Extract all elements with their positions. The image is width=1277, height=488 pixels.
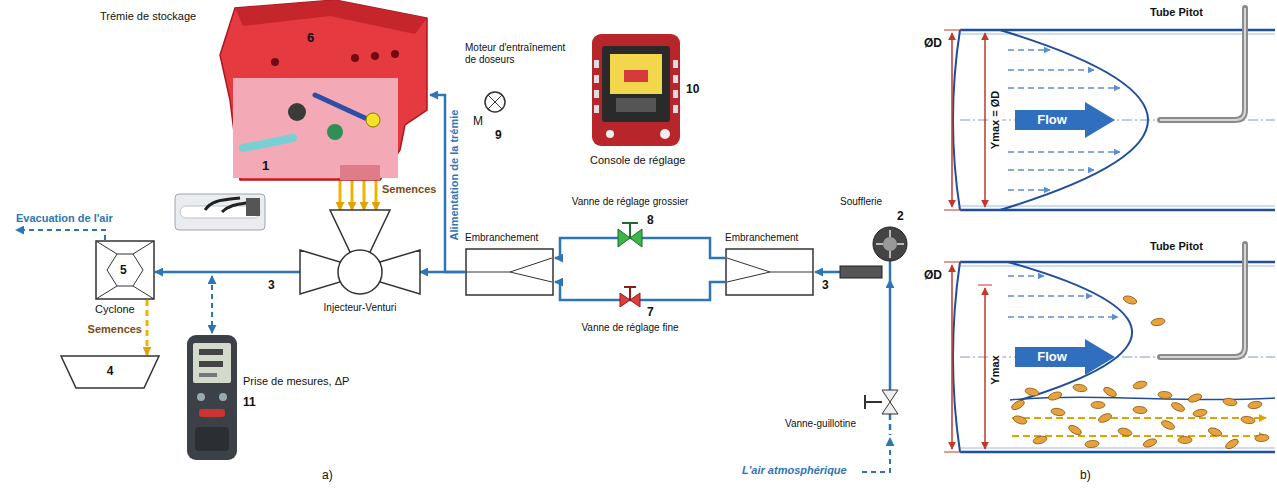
pipe-connector	[155, 272, 300, 273]
pipe-line	[363, 180, 366, 210]
part-label: Tube Pitot	[1150, 6, 1203, 19]
callout-number: 8	[647, 213, 654, 227]
callout-number: 2	[897, 209, 904, 223]
pipe-line	[146, 320, 149, 355]
callout-number: 5	[120, 263, 127, 277]
part-label: Injecteur-Venturi	[300, 302, 420, 314]
callout-number: 6	[307, 30, 314, 46]
pipe-connector	[147, 320, 148, 355]
dimension-label: ØD	[924, 36, 942, 50]
pipe-connector	[890, 280, 891, 380]
seed-hopper-shape	[215, 0, 430, 180]
callout-number: 4	[60, 364, 160, 378]
pressure-meter-shape	[185, 335, 365, 462]
part-label: Vanne de réglage fine	[565, 322, 695, 334]
part-label: Embranchement	[465, 232, 555, 244]
dimension-label: ØD	[924, 268, 942, 282]
edge-label: Alimentation de la trémie	[448, 108, 461, 243]
edge-label: Semences	[84, 323, 142, 336]
callout-number: 3	[822, 278, 829, 292]
pipe-line	[351, 180, 354, 210]
part-label: Vanne-guillotine	[785, 418, 885, 430]
pipe-line	[815, 271, 840, 274]
pipe-line	[155, 271, 300, 274]
blower-shape	[840, 196, 910, 280]
flow-arrow: Flow	[1015, 339, 1115, 375]
pipe-connector	[695, 282, 725, 300]
callout-number: Flow	[1019, 112, 1085, 128]
dimension-label: Ymax = ØD	[989, 89, 1002, 151]
pipe-line	[339, 180, 342, 210]
pipe-line	[555, 238, 565, 258]
part-label: Cyclone	[95, 303, 145, 316]
pipe-connector	[815, 272, 840, 273]
panel-label: b)	[1080, 468, 1091, 482]
pipe-line	[695, 238, 725, 258]
callout-number: 11	[243, 395, 256, 409]
part-label: Tube Pitot	[1150, 240, 1203, 253]
pressure-meter: Prise de mesures, ΔP 11	[185, 335, 365, 462]
pipe-section-clean	[944, 8, 1275, 210]
flow-arrow: Flow	[1015, 102, 1115, 138]
control-console-shape	[590, 30, 710, 175]
part-label: Soufflerie	[840, 196, 894, 208]
pipe-line	[889, 280, 892, 380]
cyclone: 5Cyclone	[95, 240, 155, 320]
part-label: Moteur d'entraînement de doseurs	[465, 42, 577, 66]
coarse-valve: Vanne de réglage grossier 8	[565, 196, 695, 252]
callout-number: 9	[495, 128, 502, 142]
part-label: Vanne de réglage grossier	[565, 196, 695, 208]
flow-label: Evacuation de l'air	[16, 212, 113, 225]
pipe-section-seeds	[944, 244, 1275, 452]
drive-motor: Moteur d'entraînement de doseursM9	[465, 42, 577, 146]
pipe-line	[375, 180, 378, 210]
flow-label: L'air atmosphérique	[742, 464, 847, 477]
part-label: M	[473, 114, 483, 128]
pipe-line	[555, 282, 565, 300]
edge-label: Semences	[382, 183, 436, 196]
panel-label: a)	[322, 468, 333, 482]
part-label: Embranchement	[725, 232, 815, 244]
pipe-connector	[555, 238, 565, 258]
air-exhaust-line	[16, 230, 105, 240]
callout-number: 3	[268, 278, 275, 292]
title-label: Trémie de stockage	[100, 10, 196, 23]
callout-number: 10	[686, 82, 699, 96]
gate-valve: Vanne-guillotine	[785, 380, 900, 435]
branch-junction: Embranchement	[725, 232, 815, 298]
callout-number: 1	[262, 158, 269, 174]
pipe-connector	[340, 180, 376, 210]
blower: Soufflerie2	[840, 196, 910, 280]
air-intake-line	[862, 438, 890, 472]
measurement-line	[211, 276, 213, 333]
fine-valve: 7Vanne de réglage fine	[565, 284, 695, 340]
control-console: 10Console de réglage	[590, 30, 710, 175]
venturi-injector: Injecteur-Venturi	[300, 210, 420, 318]
pipe-connector	[555, 282, 565, 300]
branch-junction: Embranchement	[465, 232, 555, 298]
seed-hopper: 61	[215, 0, 430, 180]
callout-number: 7	[647, 305, 654, 319]
pipe-connector	[695, 238, 725, 258]
callout-number: Flow	[1019, 349, 1085, 365]
pipe-line	[695, 282, 725, 300]
part-label: Prise de mesures, ΔP	[243, 375, 365, 388]
dimension-label: Ymax	[989, 353, 1002, 386]
pipe-photo	[175, 194, 265, 230]
venturi-injector-shape	[300, 210, 420, 318]
seed-tray: 4	[60, 355, 160, 389]
part-label: Console de réglage	[590, 154, 710, 167]
